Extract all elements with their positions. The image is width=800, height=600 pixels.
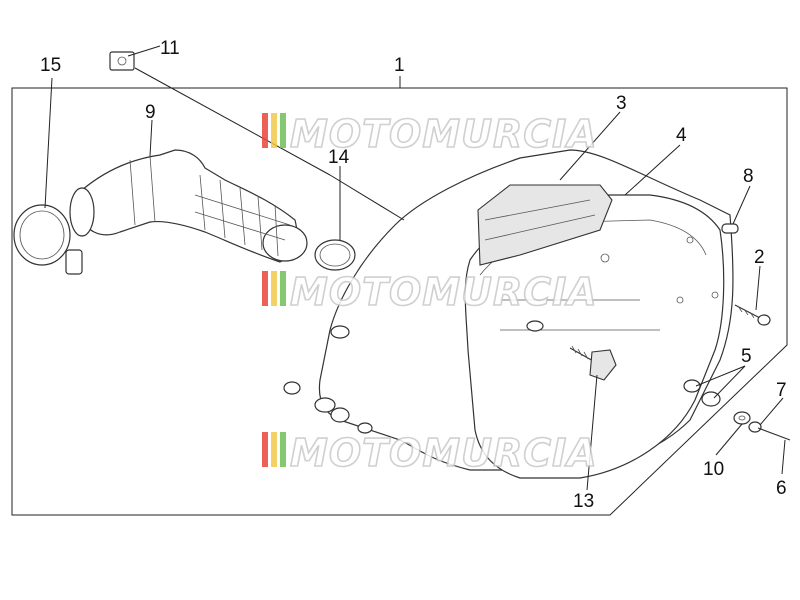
svg-text:MOTOMURCIA: MOTOMURCIA bbox=[290, 270, 598, 314]
callout-1: 1 bbox=[394, 55, 405, 76]
callout-labels: 1 15 11 9 14 3 4 8 2 5 7 10 6 13 bbox=[40, 38, 787, 512]
watermark-logo-3: MOTOMURCIA bbox=[262, 430, 598, 476]
watermark-logo-1: MOTOMURCIA bbox=[262, 111, 598, 157]
leader-lines bbox=[44, 45, 786, 491]
intake-duct bbox=[69, 149, 308, 263]
knob-screw-13 bbox=[569, 345, 617, 381]
svg-text:MOTOMURCIA: MOTOMURCIA bbox=[290, 431, 598, 475]
callout-6: 6 bbox=[776, 478, 787, 499]
airbox-housing bbox=[314, 149, 734, 479]
callout-8: 8 bbox=[743, 166, 754, 187]
hose-clamp-14 bbox=[314, 239, 356, 271]
clip-nut-11 bbox=[109, 51, 135, 71]
assembly-frame bbox=[11, 87, 788, 516]
hose-clamp-15 bbox=[13, 204, 83, 275]
callout-2: 2 bbox=[754, 247, 765, 268]
callout-10: 10 bbox=[703, 459, 724, 480]
callout-4: 4 bbox=[676, 125, 687, 146]
callout-11: 11 bbox=[160, 38, 180, 59]
bolt-6-7 bbox=[357, 421, 791, 441]
washer-10 bbox=[733, 411, 751, 425]
callout-14: 14 bbox=[328, 147, 350, 168]
svg-text:MOTOMURCIA: MOTOMURCIA bbox=[290, 112, 598, 156]
callout-13: 13 bbox=[573, 491, 594, 512]
callout-15: 15 bbox=[40, 55, 61, 76]
pin-8 bbox=[721, 223, 739, 234]
callout-3: 3 bbox=[616, 93, 627, 114]
grommets-5 bbox=[283, 379, 721, 423]
watermark-logo-2: MOTOMURCIA bbox=[262, 269, 598, 315]
callout-7: 7 bbox=[776, 380, 787, 401]
callout-5: 5 bbox=[741, 346, 752, 367]
callout-9: 9 bbox=[145, 102, 156, 123]
screw-2 bbox=[734, 304, 771, 326]
